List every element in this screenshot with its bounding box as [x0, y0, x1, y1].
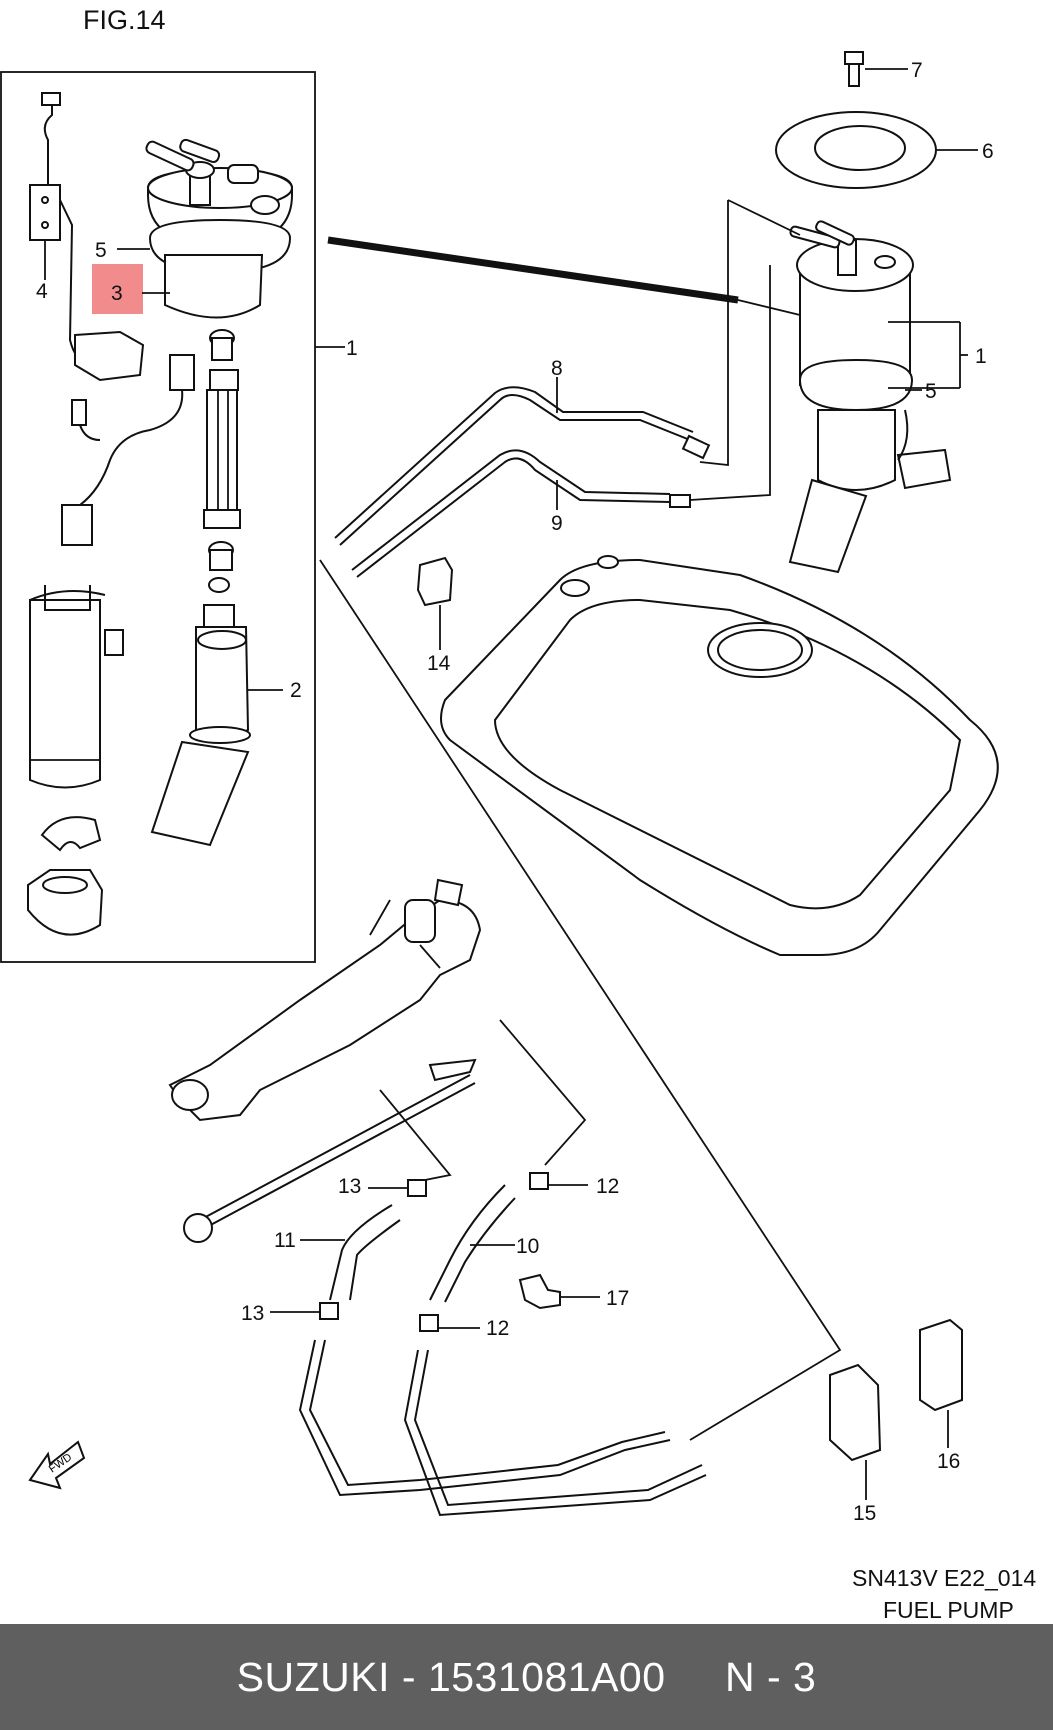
callout-1-assy: 1: [975, 345, 987, 368]
callout-11: 11: [274, 1229, 296, 1252]
vapor-line: [183, 1058, 477, 1243]
fuel-tank: [440, 555, 999, 956]
callout-5-left: 5: [95, 239, 107, 262]
mounting-plate: [775, 111, 937, 189]
callout-13-bottom: 13: [241, 1302, 264, 1325]
callout-2: 2: [290, 679, 302, 702]
callout-4: 4: [36, 280, 48, 303]
callout-9: 9: [551, 512, 563, 535]
callout-12-top: 12: [596, 1175, 619, 1198]
bolt: [844, 51, 864, 87]
callout-17: 17: [606, 1287, 629, 1310]
drawing-code: SN413V E22_014: [852, 1565, 1036, 1591]
callout-15: 15: [853, 1502, 876, 1525]
fuel-delivery-pipe: [168, 878, 482, 1122]
figure-title: FIG.14: [83, 5, 166, 35]
callout-5-right: 5: [925, 380, 937, 403]
fwd-arrow-icon: FWD: [28, 1440, 86, 1490]
footer-bar: SUZUKI - 1531081A00 N - 3: [0, 1624, 1053, 1730]
clip-17: [518, 1273, 561, 1310]
clamp-16: [919, 1318, 963, 1412]
fuel-filter-column: [203, 329, 241, 593]
callout-6: 6: [982, 140, 994, 163]
lower-pipes: [298, 1339, 707, 1517]
fuel-hoses: [334, 386, 711, 578]
clip-parts: [27, 816, 104, 936]
hose-11: [329, 1204, 401, 1301]
parts-diagram: FIG.14: [0, 5, 1036, 1623]
hose-clamps: [319, 1172, 549, 1332]
fuel-level-sender: [29, 92, 86, 361]
reservoir-cup: [29, 585, 124, 789]
callout-16: 16: [937, 1450, 960, 1473]
highlight-part-3: [92, 264, 143, 314]
part-number-caption: SUZUKI - 1531081A00 N - 3: [236, 1653, 817, 1700]
callout-3: 3: [111, 282, 123, 305]
fuel-pump: [150, 604, 251, 847]
callout-12-bottom: 12: [486, 1317, 509, 1340]
pump-assembly-head: [145, 138, 293, 319]
callout-7: 7: [911, 59, 923, 82]
pump-assembly: [788, 220, 952, 574]
connector-block: [74, 330, 145, 382]
callout-14: 14: [427, 652, 451, 675]
callout-1-box: 1: [346, 337, 358, 360]
wire-harness: [61, 354, 195, 546]
hose-10: [429, 1184, 516, 1303]
detail-box: [0, 71, 316, 963]
callout-13-top: 13: [338, 1175, 361, 1198]
callout-10: 10: [516, 1235, 539, 1258]
clamp-14: [416, 556, 454, 607]
drawing-name: FUEL PUMP: [883, 1597, 1014, 1623]
callout-8: 8: [551, 357, 563, 380]
clamp-15: [829, 1363, 882, 1462]
